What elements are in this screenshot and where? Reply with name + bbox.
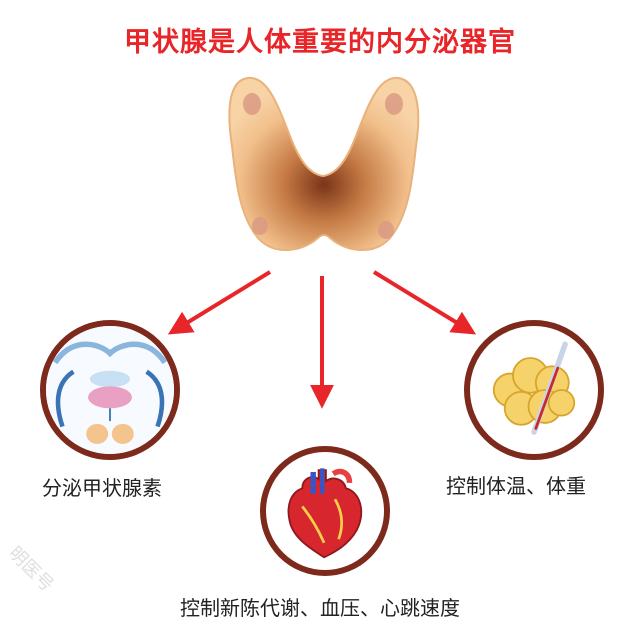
heart-icon	[287, 468, 363, 559]
arrow-right	[372, 270, 477, 335]
hormone-pathway-circle	[40, 320, 180, 460]
fat-thermometer-circle	[464, 320, 604, 460]
fat-thermometer-icon	[492, 341, 576, 435]
function-label-hormone: 分泌甲状腺素	[42, 476, 162, 500]
function-label-metabolism: 控制新陈代谢、血压、心跳速度	[180, 596, 460, 620]
thyroid-gland-icon	[228, 76, 420, 252]
diagram-title: 甲状腺是人体重要的内分泌器官	[124, 27, 516, 58]
function-label-temperature: 控制体温、体重	[446, 474, 586, 498]
heart-circle	[260, 446, 390, 576]
hormone-pathway-icon	[46, 326, 174, 454]
arrow-left	[167, 270, 272, 335]
